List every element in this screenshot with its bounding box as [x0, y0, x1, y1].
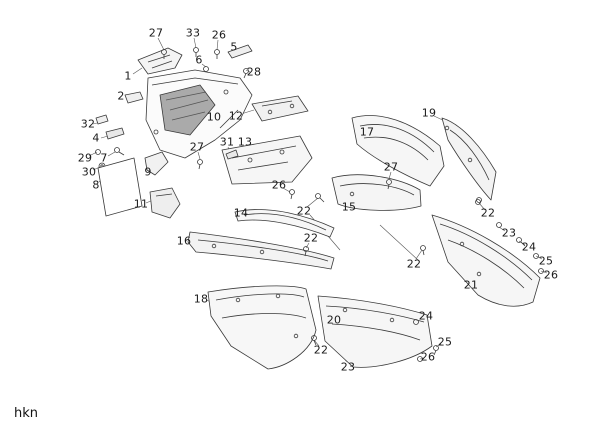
part-12-bracket	[251, 95, 309, 122]
part-16-side-rail	[187, 231, 335, 270]
part-17-upper-right-panel	[351, 115, 445, 190]
part-13-under-tail	[197, 135, 313, 185]
part-19-far-right-panel	[441, 117, 497, 203]
part-21-lower-right-panel	[431, 214, 544, 307]
part-1-tail-cowl	[137, 47, 183, 75]
part-20-lower-center-panel	[317, 295, 439, 368]
left-small-parts	[95, 91, 181, 219]
fastener-icons-top	[161, 44, 253, 79]
part-10-tail-body	[145, 69, 253, 159]
fastener-icons-mid	[289, 189, 481, 257]
part-14-rail	[234, 209, 335, 238]
footer-code: hkn	[14, 406, 39, 421]
part-15-center-panel	[331, 174, 422, 211]
